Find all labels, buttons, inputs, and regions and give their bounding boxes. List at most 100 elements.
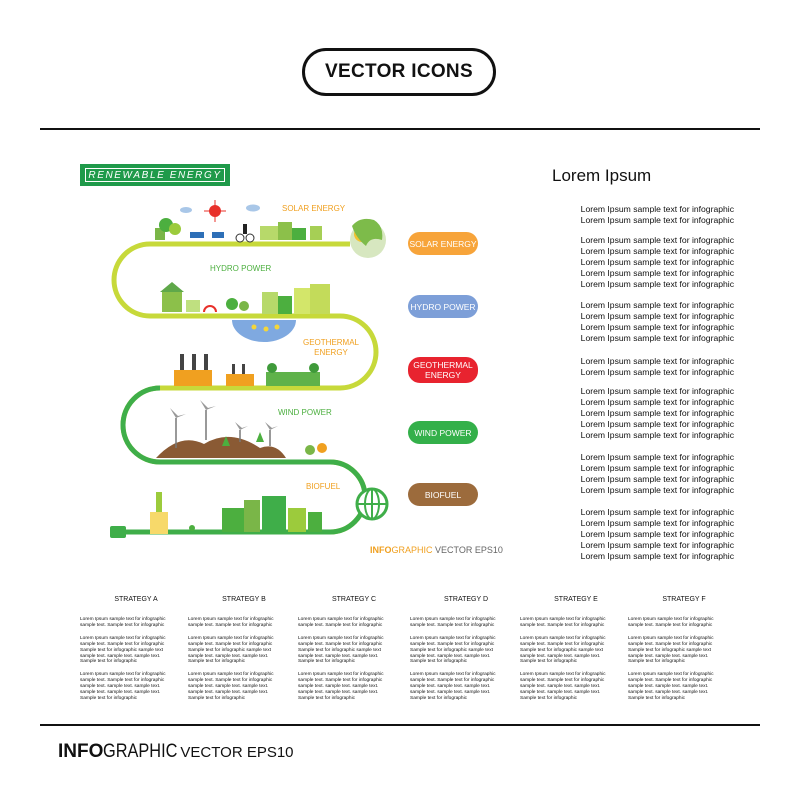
strategy-line: sample text. sample text. sample text.: [80, 690, 161, 696]
top-divider: [40, 128, 760, 130]
strategy-title: STRATEGY F: [662, 596, 706, 603]
strategy-line: sample text. sample text. sample text.: [628, 653, 709, 659]
strategy-title: STRATEGY B: [222, 596, 266, 603]
strategy-line: Sample text for infographic: [188, 695, 246, 701]
chimney-icon: [242, 364, 245, 374]
strategy-line: Lorem Ipsum sample text for infographic: [188, 617, 274, 622]
strategy-line: sample text. Sample text for infographic: [410, 641, 495, 647]
tree-icon: [256, 432, 264, 442]
strategy-paragraph: Lorem Ipsum sample text for infographic s…: [628, 636, 728, 666]
lorem-paragraph: Lorem Ipsum sample text for infographic …: [580, 300, 734, 343]
strategy-column: STRATEGY A Lorem Ipsum sample text for in…: [80, 596, 180, 709]
strategy-line: sample text. Sample text for infographic: [80, 641, 165, 647]
strategy-line: Lorem Ipsum sample text for infographic: [298, 617, 384, 622]
tree-icon: [226, 298, 238, 310]
strategy-line: sample text. sample text. sample text.: [410, 690, 491, 696]
scene-label-geothermal: GEOTHERMAL ENERGY: [303, 338, 360, 357]
pill-hydro-power: HYDRO POWER: [408, 295, 478, 318]
strategy-line: Sample text for infographic: [410, 659, 468, 665]
tree-icon: [317, 443, 327, 453]
chimney-icon: [232, 364, 235, 374]
scene-label-wind: WIND POWER: [278, 408, 332, 417]
strategy-line: Lorem Ipsum sample text for infographic: [628, 635, 714, 641]
strategy-line: Sample text for infographic: [410, 695, 468, 701]
building-icon: [310, 226, 322, 240]
pill-solar-energy: SOLAR ENERGY: [408, 232, 478, 255]
renewable-energy-banner: RENEWABLE ENERGY: [80, 164, 230, 186]
duck-icon: [251, 324, 257, 330]
duck-icon: [263, 326, 269, 332]
strategy-line: sample text. Sample text for infographic: [188, 622, 273, 628]
strategy-line: sample text. Sample text for infographic: [298, 641, 383, 647]
strategy-column: STRATEGY E Lorem Ipsum sample text for in…: [520, 596, 620, 709]
strategy-line: Sample text for infographic: [298, 695, 356, 701]
strategy-title: STRATEGY A: [114, 596, 158, 603]
strategy-line: Sample text for infographic: [628, 659, 686, 665]
strategy-line: Sample text for infographic sample text: [298, 647, 381, 653]
banner-label: RENEWABLE ENERGY: [85, 168, 225, 182]
chimney-icon: [204, 354, 208, 370]
strategy-line: Sample text for infographic sample text: [80, 647, 163, 653]
lorem-paragraph: Lorem Ipsum sample text for infographic …: [580, 452, 734, 495]
cloud-icon: [246, 204, 260, 212]
page-title: VECTOR ICONS: [325, 61, 473, 82]
strategy-line: Sample text for infographic sample text: [188, 647, 271, 653]
building-icon: [260, 226, 278, 240]
strategy-line: sample text. sample text. sample text.: [520, 653, 601, 659]
strategy-line: sample text. sample text. sample text.: [188, 690, 269, 696]
strategy-title: STRATEGY D: [443, 596, 489, 603]
solar-scene: [155, 200, 386, 258]
strategy-line: sample text. sample text. sample text.: [628, 684, 709, 690]
strategy-line: sample text. sample text. sample text.: [410, 684, 491, 690]
strategy-line: sample text. sample text. sample text.: [520, 690, 601, 696]
strategy-line: Sample text for infographic sample text: [410, 647, 493, 653]
factory-icon: [226, 374, 254, 386]
car-icon: [189, 525, 195, 531]
factory-icon: [174, 370, 212, 386]
building-icon: [244, 500, 260, 532]
strategy-line: Sample text for infographic: [298, 659, 356, 665]
building-icon: [262, 292, 278, 314]
building-icon: [294, 288, 310, 314]
strategy-line: sample text. sample text. sample text.: [80, 684, 161, 690]
strategy-column: STRATEGY C Lorem Ipsum sample text for in…: [298, 596, 398, 709]
strategy-line: Lorem Ipsum sample text for infographic: [628, 617, 714, 622]
tree-icon: [267, 363, 277, 373]
strategy-line: sample text. Sample text for infographic: [628, 622, 713, 628]
strategy-line: Sample text for infographic: [520, 659, 578, 665]
strategy-line: Lorem Ipsum sample text for infographic: [520, 617, 606, 622]
strategy-title: STRATEGY C: [331, 596, 377, 603]
strategy-line: sample text. Sample text for infographic: [188, 678, 273, 684]
lake-icon: [232, 320, 296, 342]
strategy-column: STRATEGY D Lorem Ipsum sample text for in…: [410, 596, 510, 709]
tree-icon: [239, 301, 249, 311]
strategy-line: sample text. sample text. sample text.: [410, 653, 491, 659]
cloud-icon: [180, 207, 192, 213]
scene-label-solar: SOLAR ENERGY: [282, 204, 346, 213]
strategy-line: sample text. Sample text for infographic: [298, 622, 383, 628]
strategy-line: sample text. sample text. sample text.: [520, 684, 601, 690]
strategy-column: STRATEGY B Lorem Ipsum sample text for in…: [188, 596, 288, 709]
strategy-line: sample text. Sample text for infographic: [298, 678, 383, 684]
building-icon: [310, 284, 330, 314]
strategy-line: sample text. sample text. sample text.: [298, 690, 379, 696]
strategy-line: sample text. Sample text for infographic: [410, 622, 495, 628]
strategy-line: Lorem Ipsum sample text for infographic: [298, 672, 384, 678]
corn-icon: [156, 492, 162, 512]
strategy-line: sample text. Sample text for infographic: [188, 641, 273, 647]
building-icon: [278, 296, 292, 314]
strategy-title: STRATEGY E: [554, 596, 598, 603]
pill-wind-power: WIND POWER: [408, 421, 478, 444]
strategy-line: Sample text for infographic sample text: [628, 647, 711, 653]
footer-caption: INFOGRAPHIC VECTOR EPS10: [58, 741, 294, 762]
strategy-line: Sample text for infographic: [520, 695, 578, 701]
strategy-line: Lorem Ipsum sample text for infographic: [628, 672, 714, 678]
